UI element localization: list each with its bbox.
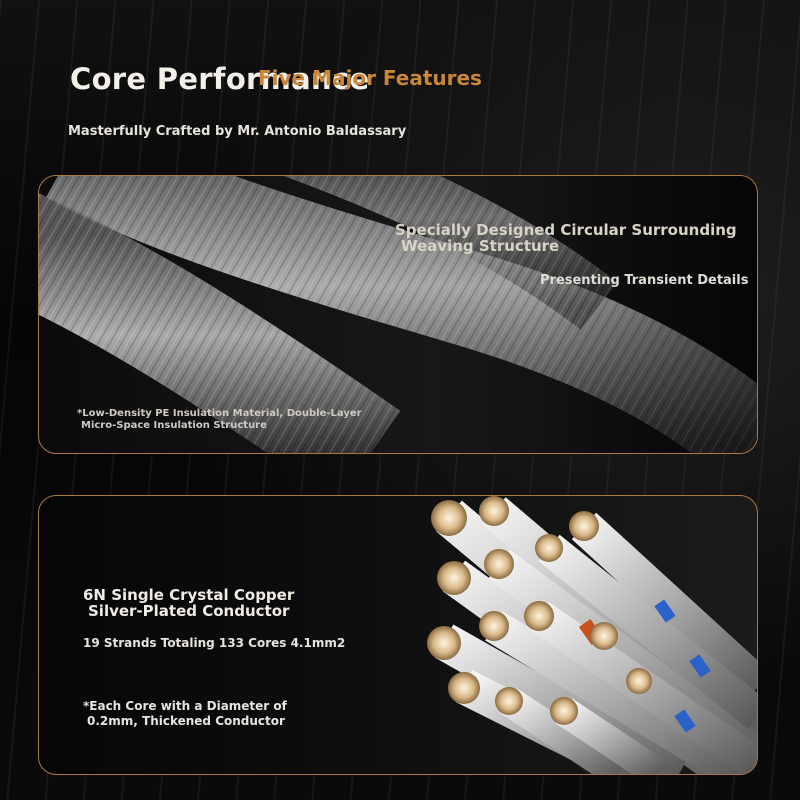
weaving-heading-line2: Weaving Structure	[401, 237, 560, 255]
transient-details-text: Presenting Transient Details	[540, 273, 749, 288]
insulation-note: *Low-Density PE Insulation Material, Dou…	[77, 408, 362, 432]
core-diameter-note: *Each Core with a Diameter of 0.2mm, Thi…	[83, 699, 287, 729]
strands-text: 19 Strands Totaling 133 Cores 4.1mm2	[83, 636, 346, 650]
braided-cable-image	[39, 176, 757, 453]
insulation-note-line1: *Low-Density PE Insulation Material, Dou…	[77, 408, 362, 419]
page-title: Core Performance	[70, 62, 370, 96]
insulation-note-line2: Micro-Space Insulation Structure	[81, 420, 267, 431]
conductor-heading-line2: Silver-Plated Conductor	[88, 602, 290, 620]
conductor-heading-line1: 6N Single Crystal Copper	[83, 586, 295, 604]
conductor-heading: 6N Single Crystal Copper Silver-Plated C…	[83, 587, 294, 619]
core-note-line1: *Each Core with a Diameter of	[83, 699, 287, 713]
page-subtitle: Masterfully Crafted by Mr. Antonio Balda…	[68, 124, 407, 139]
weaving-heading-line1: Specially Designed Circular Surrounding	[395, 221, 737, 239]
core-note-line2: 0.2mm, Thickened Conductor	[87, 714, 285, 728]
features-title: Five Major Features	[258, 66, 482, 90]
insulation-panel: Specially Designed Circular Surrounding …	[38, 175, 758, 454]
weaving-structure-heading: Specially Designed Circular Surrounding …	[395, 222, 737, 254]
conductor-panel: 6N Single Crystal Copper Silver-Plated C…	[38, 495, 758, 775]
conductor-strands-image	[427, 496, 757, 774]
